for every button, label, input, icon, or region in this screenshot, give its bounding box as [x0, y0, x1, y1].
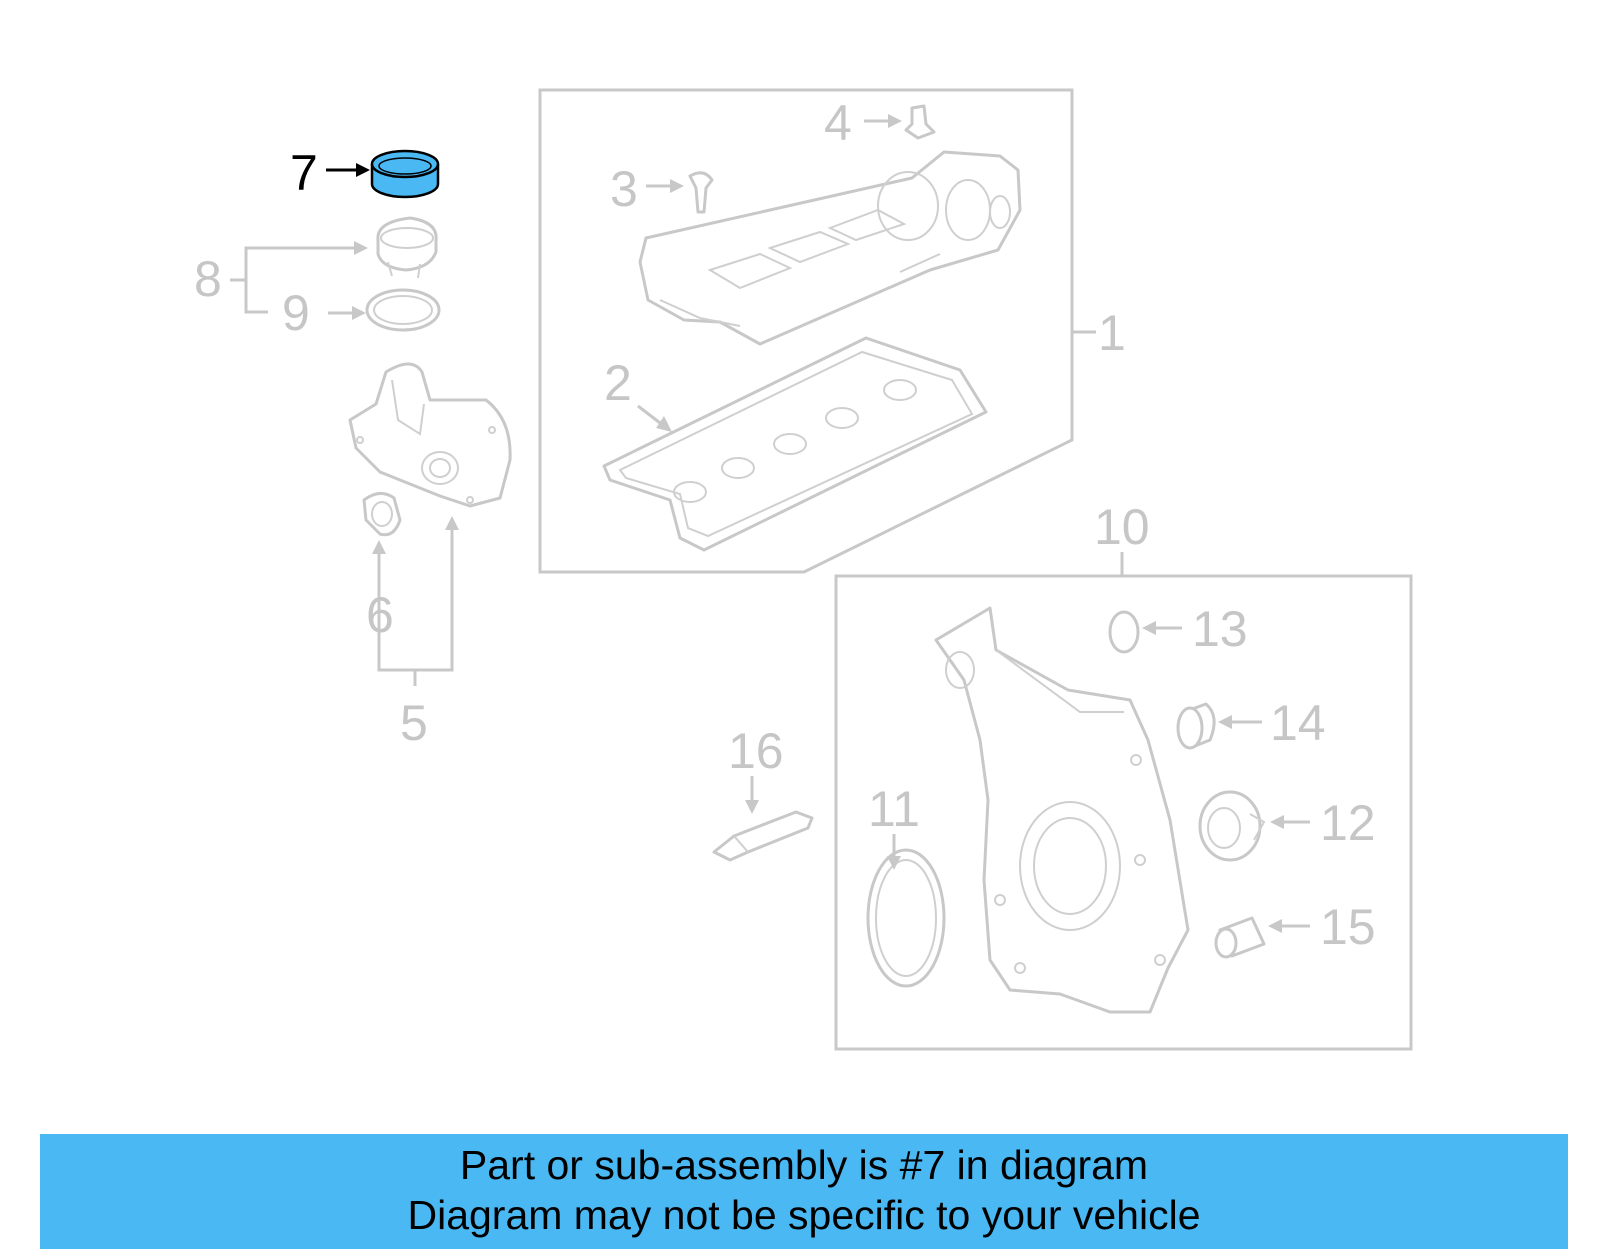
part-3-bolt[interactable]: [688, 171, 714, 214]
callout-13: 13: [1192, 601, 1248, 657]
part-4-breather[interactable]: [904, 104, 936, 140]
banner-line-part-number: Part or sub-assembly is #7 in diagram: [459, 1142, 1149, 1188]
part-15-dowel[interactable]: [1214, 916, 1266, 959]
callout-16: 16: [728, 723, 784, 779]
callout-3: 3: [610, 161, 638, 217]
callout-11: 11: [868, 781, 920, 837]
arrow-6: [372, 540, 386, 554]
arrow-13: [1142, 621, 1156, 635]
arrow-4: [888, 114, 902, 128]
part-2-gasket[interactable]: [602, 336, 988, 552]
arrow-11: [887, 856, 901, 870]
part-16-sealant-tube[interactable]: [712, 810, 814, 862]
arrow-8: [354, 241, 368, 255]
part-1-valve-cover[interactable]: [638, 150, 1022, 346]
callout-8: 8: [194, 251, 222, 307]
arrow-16: [745, 800, 759, 814]
valve-cover-group-box: [538, 88, 1074, 574]
callout-14: 14: [1270, 695, 1326, 751]
arrow-5: [445, 516, 459, 530]
arrow-12: [1270, 815, 1284, 829]
part-14-plug[interactable]: [1176, 702, 1216, 750]
callout-15: 15: [1320, 899, 1376, 955]
callout-5: 5: [400, 695, 428, 751]
part-10-timing-cover[interactable]: [934, 606, 1190, 1014]
callout-1: 1: [1098, 305, 1126, 361]
banner-line-disclaimer: Diagram may not be specific to your vehi…: [407, 1192, 1201, 1238]
part-13-o-ring[interactable]: [1108, 610, 1140, 654]
part-12-tensioner[interactable]: [1198, 790, 1266, 862]
arrow-7: [356, 163, 370, 177]
callout-4: 4: [824, 95, 852, 151]
arrow-3: [670, 179, 684, 193]
part-8-filler-cap[interactable]: [376, 216, 438, 279]
parts-diagram: 1 2 3 4 5 6 7 8 9 10 11 12 13 14 15 16: [194, 88, 1413, 1051]
part-11-oil-seal[interactable]: [866, 848, 946, 988]
info-banner: Part or sub-assembly is #7 in diagram Di…: [40, 1134, 1568, 1249]
callout-2: 2: [604, 355, 632, 411]
arrow-14: [1218, 715, 1232, 729]
callout-10: 10: [1094, 499, 1150, 555]
part-6-gasket[interactable]: [362, 492, 402, 537]
part-5-housing[interactable]: [348, 362, 512, 508]
callout-7: 7: [290, 145, 318, 201]
callout-9: 9: [282, 285, 310, 341]
part-7-seal[interactable]: [370, 149, 440, 199]
arrow-15: [1268, 919, 1282, 933]
arrow-2: [656, 416, 672, 432]
part-9-seal-ring[interactable]: [365, 288, 441, 332]
arrow-9: [352, 306, 366, 320]
callout-6: 6: [366, 587, 394, 643]
callout-12: 12: [1320, 795, 1376, 851]
